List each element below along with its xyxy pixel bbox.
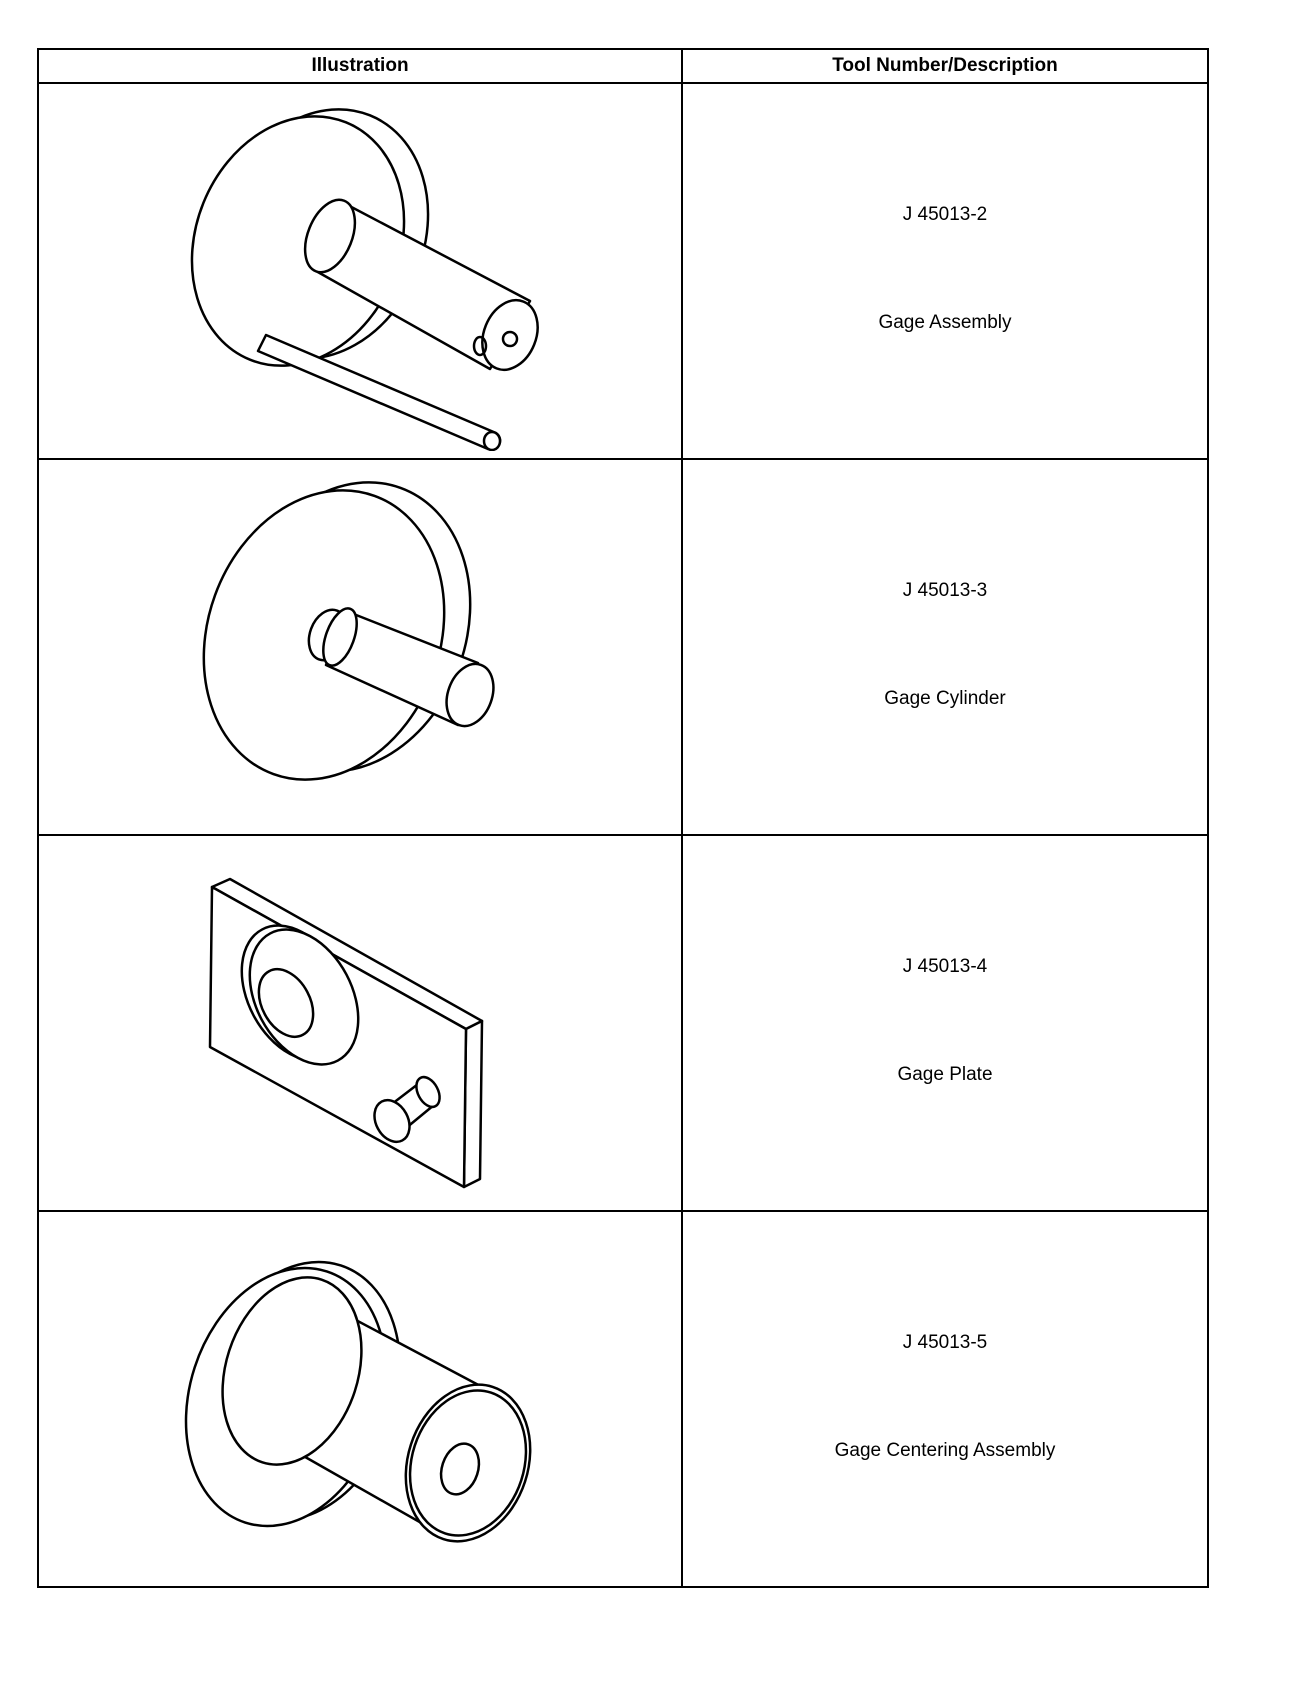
illustration-cell: [37, 1210, 683, 1588]
tool-description-cell: J 45013-4 Gage Plate: [681, 834, 1209, 1212]
tool-description: Gage Cylinder: [884, 688, 1006, 709]
table-header-row: Illustration Tool Number/Description: [37, 48, 1209, 84]
gage-assembly-icon: [190, 108, 539, 451]
tool-number: J 45013-5: [902, 1332, 988, 1353]
table-row: J 45013-4 Gage Plate: [37, 834, 1209, 1212]
header-illustration: Illustration: [37, 48, 683, 84]
gage-centering-assembly-icon: [184, 1260, 532, 1543]
table-row: J 45013-3 Gage Cylinder: [37, 458, 1209, 836]
illustration-cell: [37, 834, 683, 1212]
tool-table: Illustration Tool Number/Description: [37, 48, 1209, 1588]
illustration-cell: [37, 458, 683, 836]
tool-description: Gage Plate: [897, 1064, 993, 1085]
tool-description-cell: J 45013-5 Gage Centering Assembly: [681, 1210, 1209, 1588]
table-row: J 45013-2 Gage Assembly: [37, 82, 1209, 460]
tool-description: Gage Centering Assembly: [834, 1440, 1056, 1461]
gage-cylinder-icon: [202, 481, 495, 781]
table-row: J 45013-5 Gage Centering Assembly: [37, 1210, 1209, 1588]
tool-description: Gage Assembly: [878, 312, 1012, 333]
header-tool-number-description: Tool Number/Description: [681, 48, 1209, 84]
tool-description-cell: J 45013-3 Gage Cylinder: [681, 458, 1209, 836]
tool-number: J 45013-3: [902, 580, 988, 601]
tool-number: J 45013-2: [902, 204, 988, 225]
tool-description-cell: J 45013-2 Gage Assembly: [681, 82, 1209, 460]
illustration-cell: [37, 82, 683, 460]
tool-number: J 45013-4: [902, 956, 988, 977]
gage-plate-icon: [208, 877, 484, 1189]
